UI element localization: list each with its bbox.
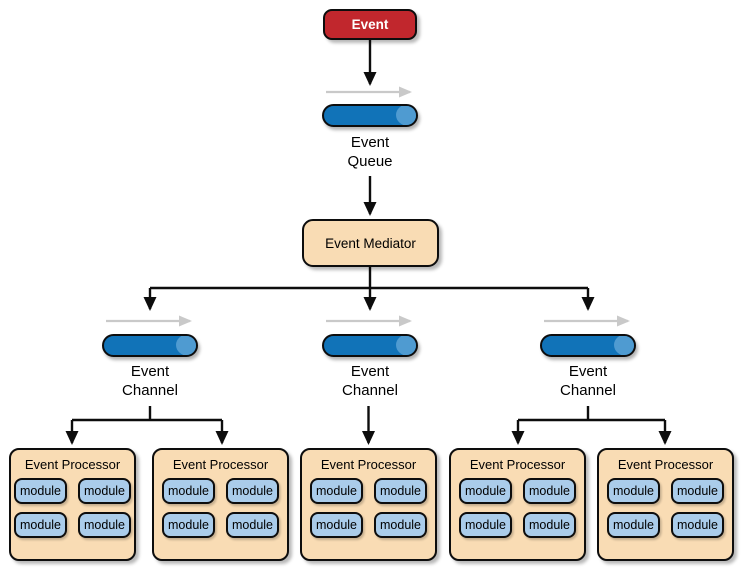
event-channel-2-cylinder (322, 334, 418, 357)
event-mediator-label: Event Mediator (325, 235, 416, 251)
event-queue-label-line2: Queue (347, 153, 393, 170)
event-queue-label: Event Queue (305, 133, 435, 171)
event-channel-3-label-line1: Event (568, 363, 608, 380)
module-pill: module (78, 478, 131, 504)
event-processor-4-title: Event Processor (469, 457, 566, 472)
event-channel-1-cylinder (102, 334, 198, 357)
event-channel-3-label-line2: Channel (560, 382, 616, 399)
event-processor-5-title: Event Processor (617, 457, 714, 472)
event-channel-2-label-line2: Channel (342, 382, 398, 399)
event-processor-1: Event Processor module module module mod… (9, 448, 136, 561)
event-processor-5: Event Processor module module module mod… (597, 448, 734, 561)
module-pill: module (162, 512, 215, 538)
event-channel-2-label-line1: Event (350, 363, 390, 380)
event-processor-3-modules: module module module module (310, 478, 427, 538)
event-label: Event (351, 17, 389, 32)
event-processor-3-title: Event Processor (320, 457, 417, 472)
event-channel-2-label: Event Channel (305, 362, 435, 400)
module-pill: module (523, 512, 576, 538)
module-pill: module (310, 478, 363, 504)
module-pill: module (78, 512, 131, 538)
module-pill: module (671, 478, 724, 504)
channel-3-fanout-line (518, 406, 665, 422)
module-pill: module (14, 478, 67, 504)
module-pill: module (374, 512, 427, 538)
event-channel-1-label-line1: Event (130, 363, 170, 380)
event-channel-1-label: Event Channel (85, 362, 215, 400)
event-queue-label-line1: Event (350, 134, 390, 151)
event-mediator-node: Event Mediator (302, 219, 439, 267)
event-channel-3-label: Event Channel (523, 362, 653, 400)
event-queue-cylinder (322, 104, 418, 127)
channel-1-fanout-line (72, 406, 222, 422)
event-processor-3: Event Processor module module module mod… (300, 448, 437, 561)
event-processor-2-title: Event Processor (172, 457, 269, 472)
module-pill: module (310, 512, 363, 538)
module-pill: module (607, 478, 660, 504)
event-channel-1-label-line2: Channel (122, 382, 178, 399)
event-processor-1-title: Event Processor (24, 457, 121, 472)
event-channel-3-cylinder (540, 334, 636, 357)
module-pill: module (671, 512, 724, 538)
module-pill: module (226, 478, 279, 504)
module-pill: module (523, 478, 576, 504)
event-processor-5-modules: module module module module (607, 478, 724, 538)
module-pill: module (607, 512, 660, 538)
event-node: Event (323, 9, 417, 40)
module-pill: module (459, 512, 512, 538)
event-processor-2-modules: module module module module (162, 478, 279, 538)
mediator-fanout-line (150, 267, 588, 290)
event-processor-1-modules: module module module module (14, 478, 131, 538)
module-pill: module (459, 478, 512, 504)
event-processor-2: Event Processor module module module mod… (152, 448, 289, 561)
module-pill: module (14, 512, 67, 538)
module-pill: module (226, 512, 279, 538)
event-processor-4-modules: module module module module (459, 478, 576, 538)
module-pill: module (162, 478, 215, 504)
event-processor-4: Event Processor module module module mod… (449, 448, 586, 561)
module-pill: module (374, 478, 427, 504)
